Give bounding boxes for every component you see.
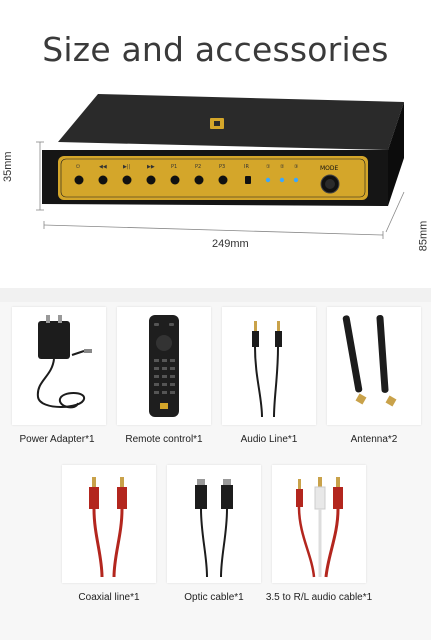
mode-label: MODE xyxy=(320,165,339,172)
audio-line-icon xyxy=(252,321,282,418)
antenna-icon xyxy=(342,315,397,407)
led-indicator xyxy=(265,177,271,183)
accessory-label: Remote control*1 xyxy=(125,434,203,445)
section-divider xyxy=(0,288,431,302)
control-panel xyxy=(58,156,368,200)
device-top-face xyxy=(58,94,404,150)
accessory-card-rca-audio-cable xyxy=(272,465,366,583)
ir-receiver xyxy=(245,176,251,184)
svg-text:⏻: ⏻ xyxy=(76,164,80,170)
height-dimension: 35mm xyxy=(2,151,14,182)
width-dimension: 249mm xyxy=(212,238,249,250)
accessory-card-coaxial-line xyxy=(62,465,156,583)
power-adapter-icon xyxy=(36,315,92,409)
svg-text:◀◀: ◀◀ xyxy=(99,164,107,170)
device-side-face xyxy=(388,102,404,206)
accessory-label: Antenna*2 xyxy=(350,434,398,445)
svg-text:①: ① xyxy=(266,164,271,170)
accessory-card-optic-cable xyxy=(167,465,261,583)
accessory-card-power-adapter xyxy=(12,307,106,425)
accessory-label: Power Adapter*1 xyxy=(19,434,95,445)
svg-text:P1: P1 xyxy=(171,164,177,170)
rca-audio-cable-icon xyxy=(296,477,343,578)
accessory-label: Audio Line*1 xyxy=(240,434,298,445)
svg-text:P2: P2 xyxy=(195,164,201,170)
accessory-card-remote-control xyxy=(117,307,211,425)
accessory-label: Coaxial line*1 xyxy=(78,592,140,603)
device-drawing: ⏻ ◀◀ ▶|| ▶▶ P1 P2 P3 IR ① ② ③ MODE xyxy=(36,94,405,239)
remote-control-icon xyxy=(149,315,179,417)
page-title: Size and accessories xyxy=(42,30,389,69)
accessory-label: Optic cable*1 xyxy=(184,592,244,603)
led-indicator xyxy=(293,177,299,183)
svg-text:③: ③ xyxy=(294,164,298,170)
device-illustration: ⏻ ◀◀ ▶|| ▶▶ P1 P2 P3 IR ① ② ③ MODE xyxy=(0,80,431,280)
svg-text:▶▶: ▶▶ xyxy=(147,164,155,170)
coaxial-line-icon xyxy=(89,477,127,578)
led-indicator xyxy=(279,177,285,183)
svg-text:②: ② xyxy=(280,164,285,170)
accessory-card-antenna xyxy=(327,307,421,425)
svg-text:IR: IR xyxy=(244,164,249,170)
svg-text:P3: P3 xyxy=(219,164,225,170)
accessory-label: 3.5 to R/L audio cable*1 xyxy=(265,592,373,603)
accessory-card-audio-line xyxy=(222,307,316,425)
depth-dimension: 85mm xyxy=(417,220,430,252)
optic-cable-icon xyxy=(195,479,233,578)
svg-text:▶||: ▶|| xyxy=(123,164,131,170)
